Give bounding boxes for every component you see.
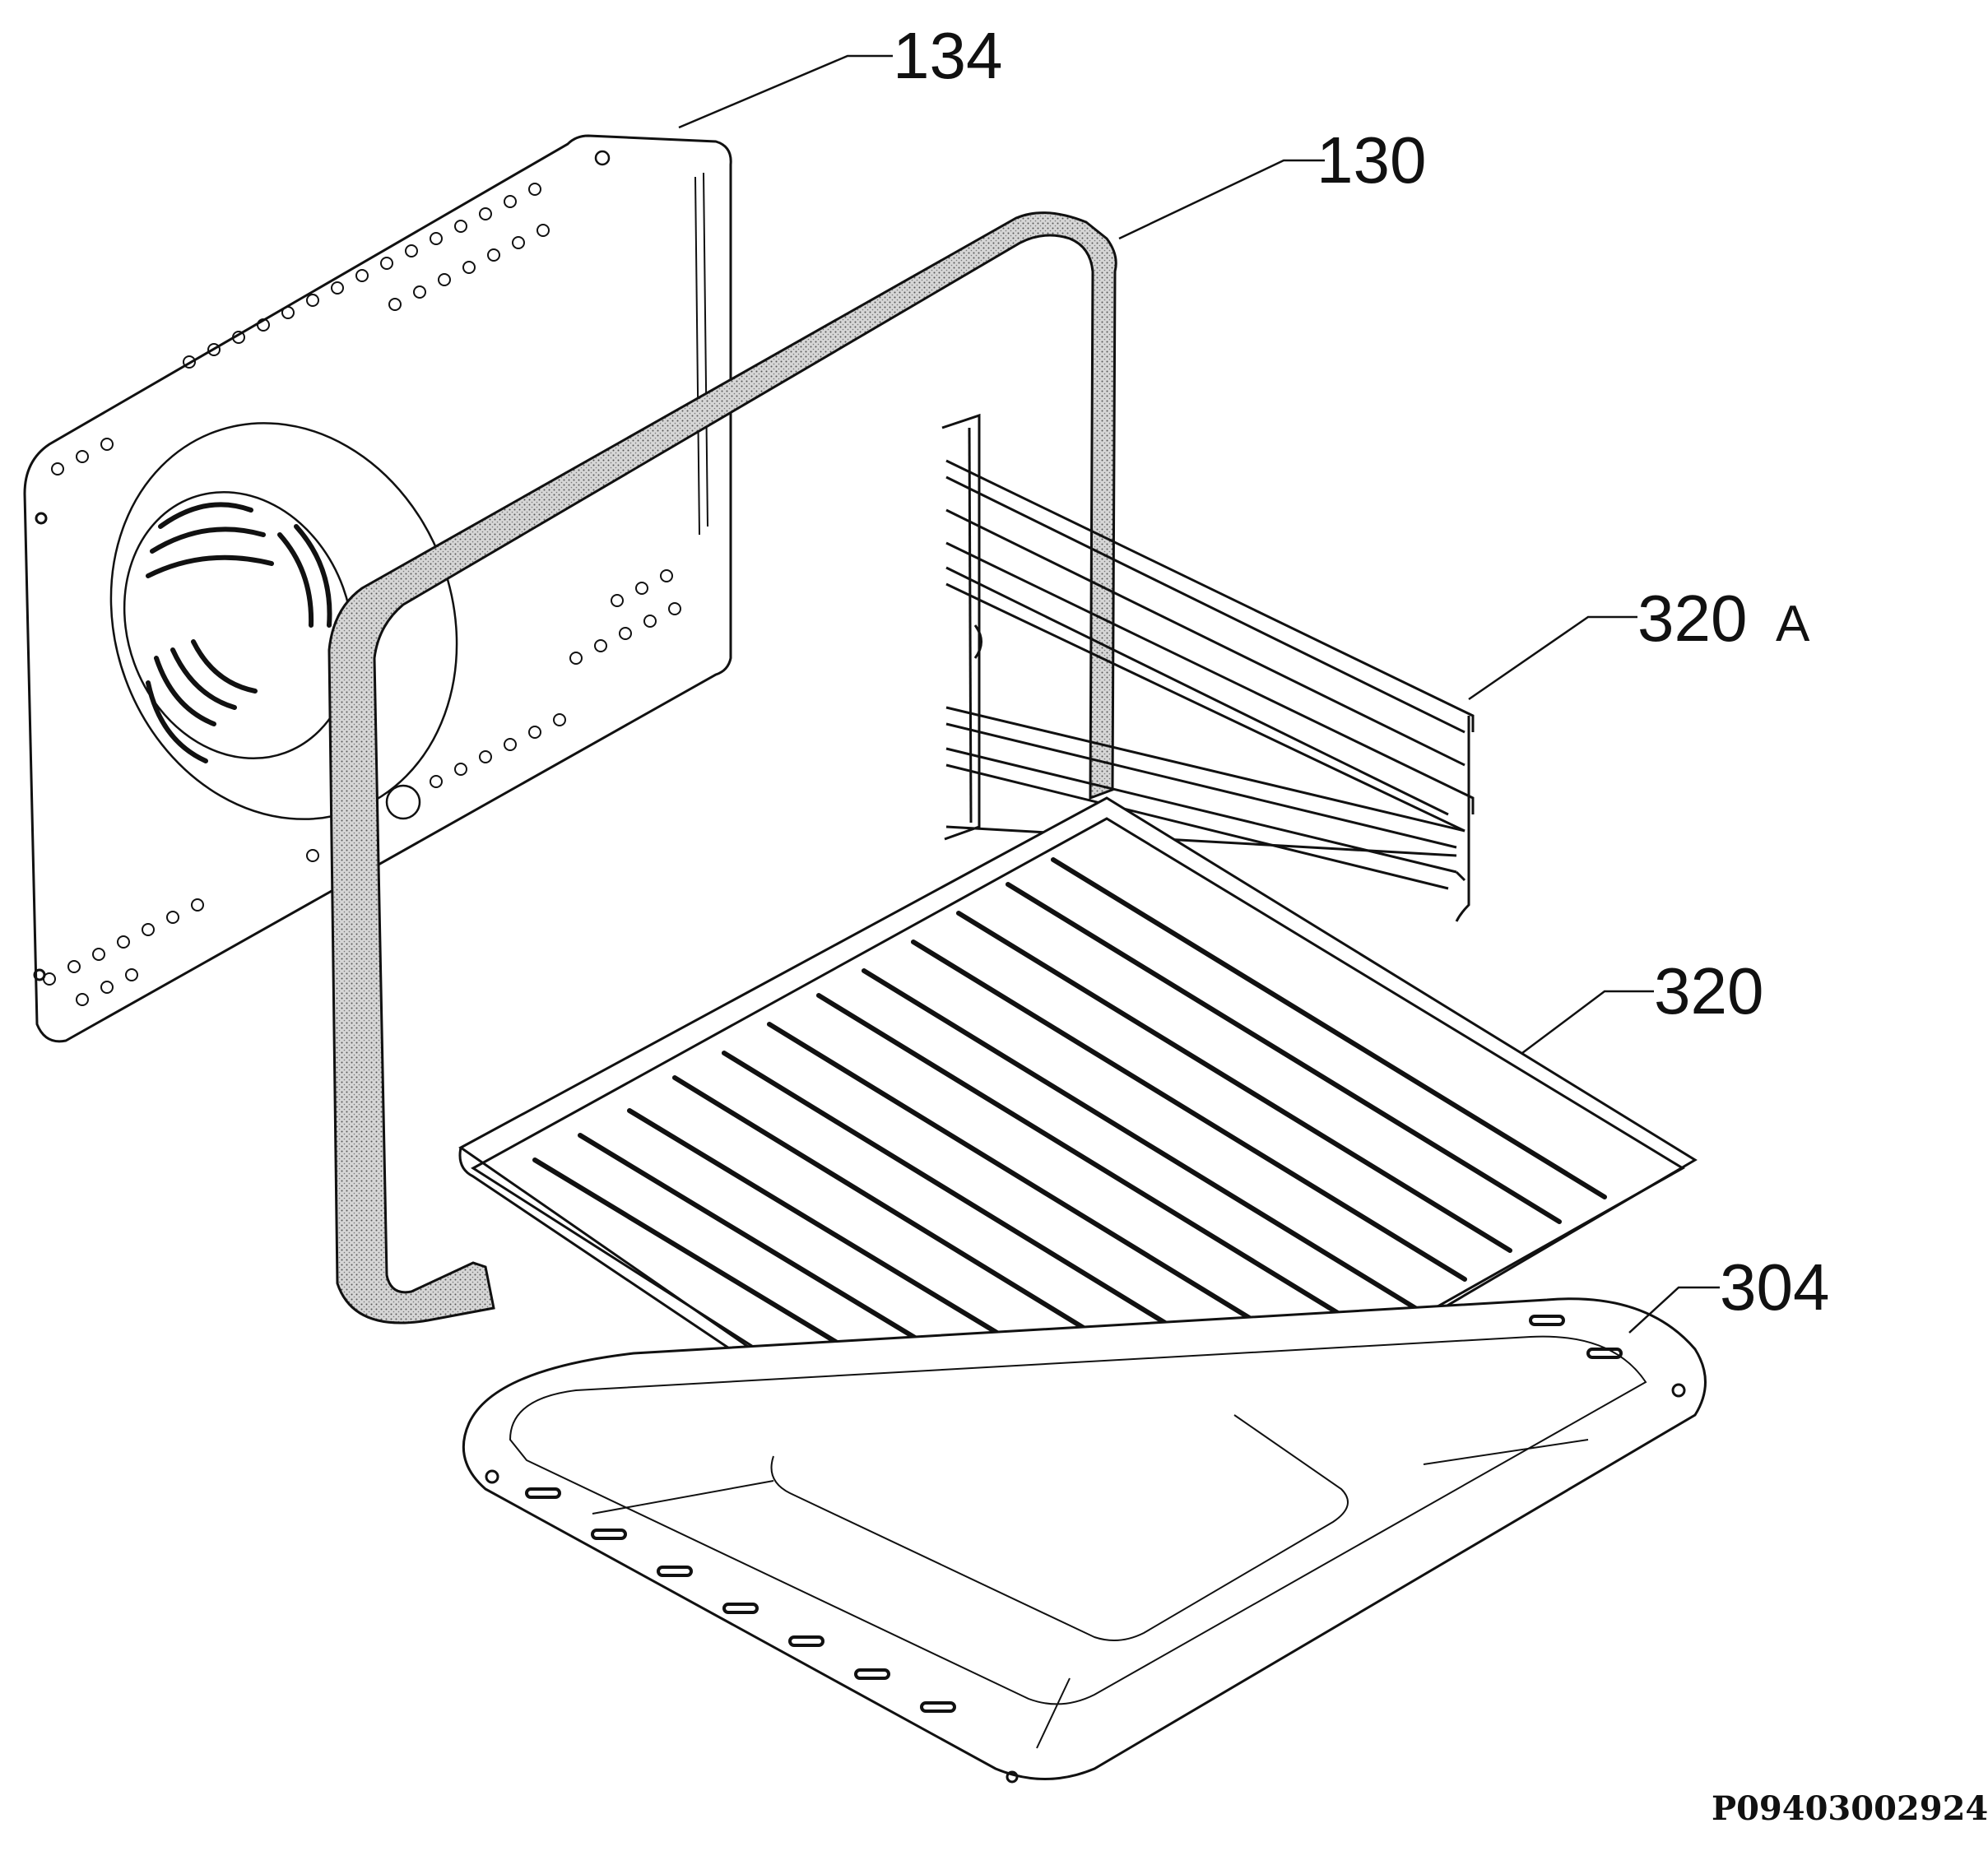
label-320: 320 xyxy=(1654,954,1764,1028)
label-304: 304 xyxy=(1720,1250,1830,1324)
side-runner xyxy=(941,413,1475,922)
label-134: 134 xyxy=(893,19,1003,92)
label-320a: 320 xyxy=(1637,582,1748,655)
baking-tray xyxy=(462,1297,1707,1784)
leader-lines xyxy=(678,54,1720,1334)
label-320a-suffix: A xyxy=(1776,596,1810,652)
door-seal xyxy=(327,211,1117,1324)
label-130: 130 xyxy=(1317,123,1427,197)
reference-code: P09403002924 xyxy=(1712,1789,1988,1828)
